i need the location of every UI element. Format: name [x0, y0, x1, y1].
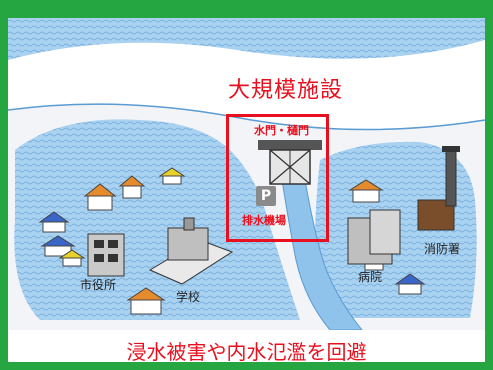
house-icon: [58, 249, 86, 267]
city-hall-label: 市役所: [80, 278, 117, 292]
caption: 浸水被害や内水氾濫を回避: [126, 340, 367, 364]
school-building: [148, 217, 234, 285]
house-icon: [118, 175, 146, 199]
house-icon: [348, 179, 384, 203]
diagram-title: 大規模施設: [228, 78, 344, 103]
house-icon: [83, 183, 117, 211]
fire-station-label: 消防署: [424, 242, 461, 256]
pump-station-sign: P: [256, 186, 276, 206]
house-icon: [126, 287, 166, 315]
large-facility-highlight: [226, 114, 329, 242]
school-label: 学校: [176, 290, 201, 304]
fire-station-building: [417, 146, 460, 231]
frame-top-band: [0, 0, 493, 18]
hospital-label: 病院: [358, 270, 383, 284]
house-icon: [394, 273, 426, 295]
gate-structure: [258, 140, 322, 185]
pump-station-label: 排水機場: [242, 214, 286, 227]
city-hall-building: [87, 233, 125, 277]
hospital-building: [347, 209, 401, 265]
house-icon: [158, 167, 186, 185]
house-icon: [38, 211, 70, 233]
gate-label: 水門・樋門: [254, 124, 309, 137]
